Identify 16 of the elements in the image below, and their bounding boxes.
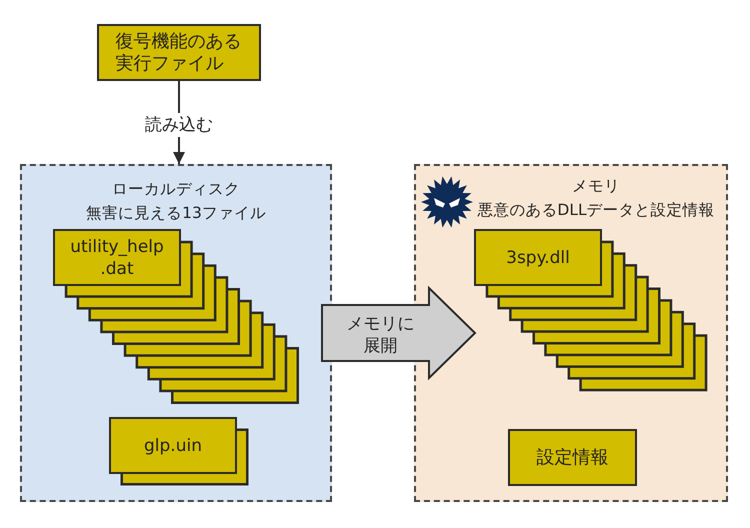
process-box — [97, 24, 261, 81]
box-label: 復号機能のある実行ファイル — [116, 30, 242, 74]
file-card — [109, 417, 237, 474]
data-card — [508, 429, 637, 486]
file-card — [474, 229, 602, 286]
panel-heading: メモリ — [572, 176, 620, 197]
card-label: 設定情報 — [536, 446, 608, 468]
file-card — [53, 229, 181, 286]
panel-subheading: 悪意のあるDLLデータと設定情報 — [477, 200, 715, 221]
dashed-panel — [20, 164, 332, 502]
file-name: glp.uin — [144, 434, 202, 456]
dashed-panel — [414, 164, 728, 502]
panel-subheading: 無害に見える13ファイル — [86, 203, 266, 224]
panel-heading: ローカルディスク — [112, 179, 240, 200]
file-name: utility_help.dat — [69, 236, 165, 280]
file-name: 3spy.dll — [506, 246, 570, 268]
